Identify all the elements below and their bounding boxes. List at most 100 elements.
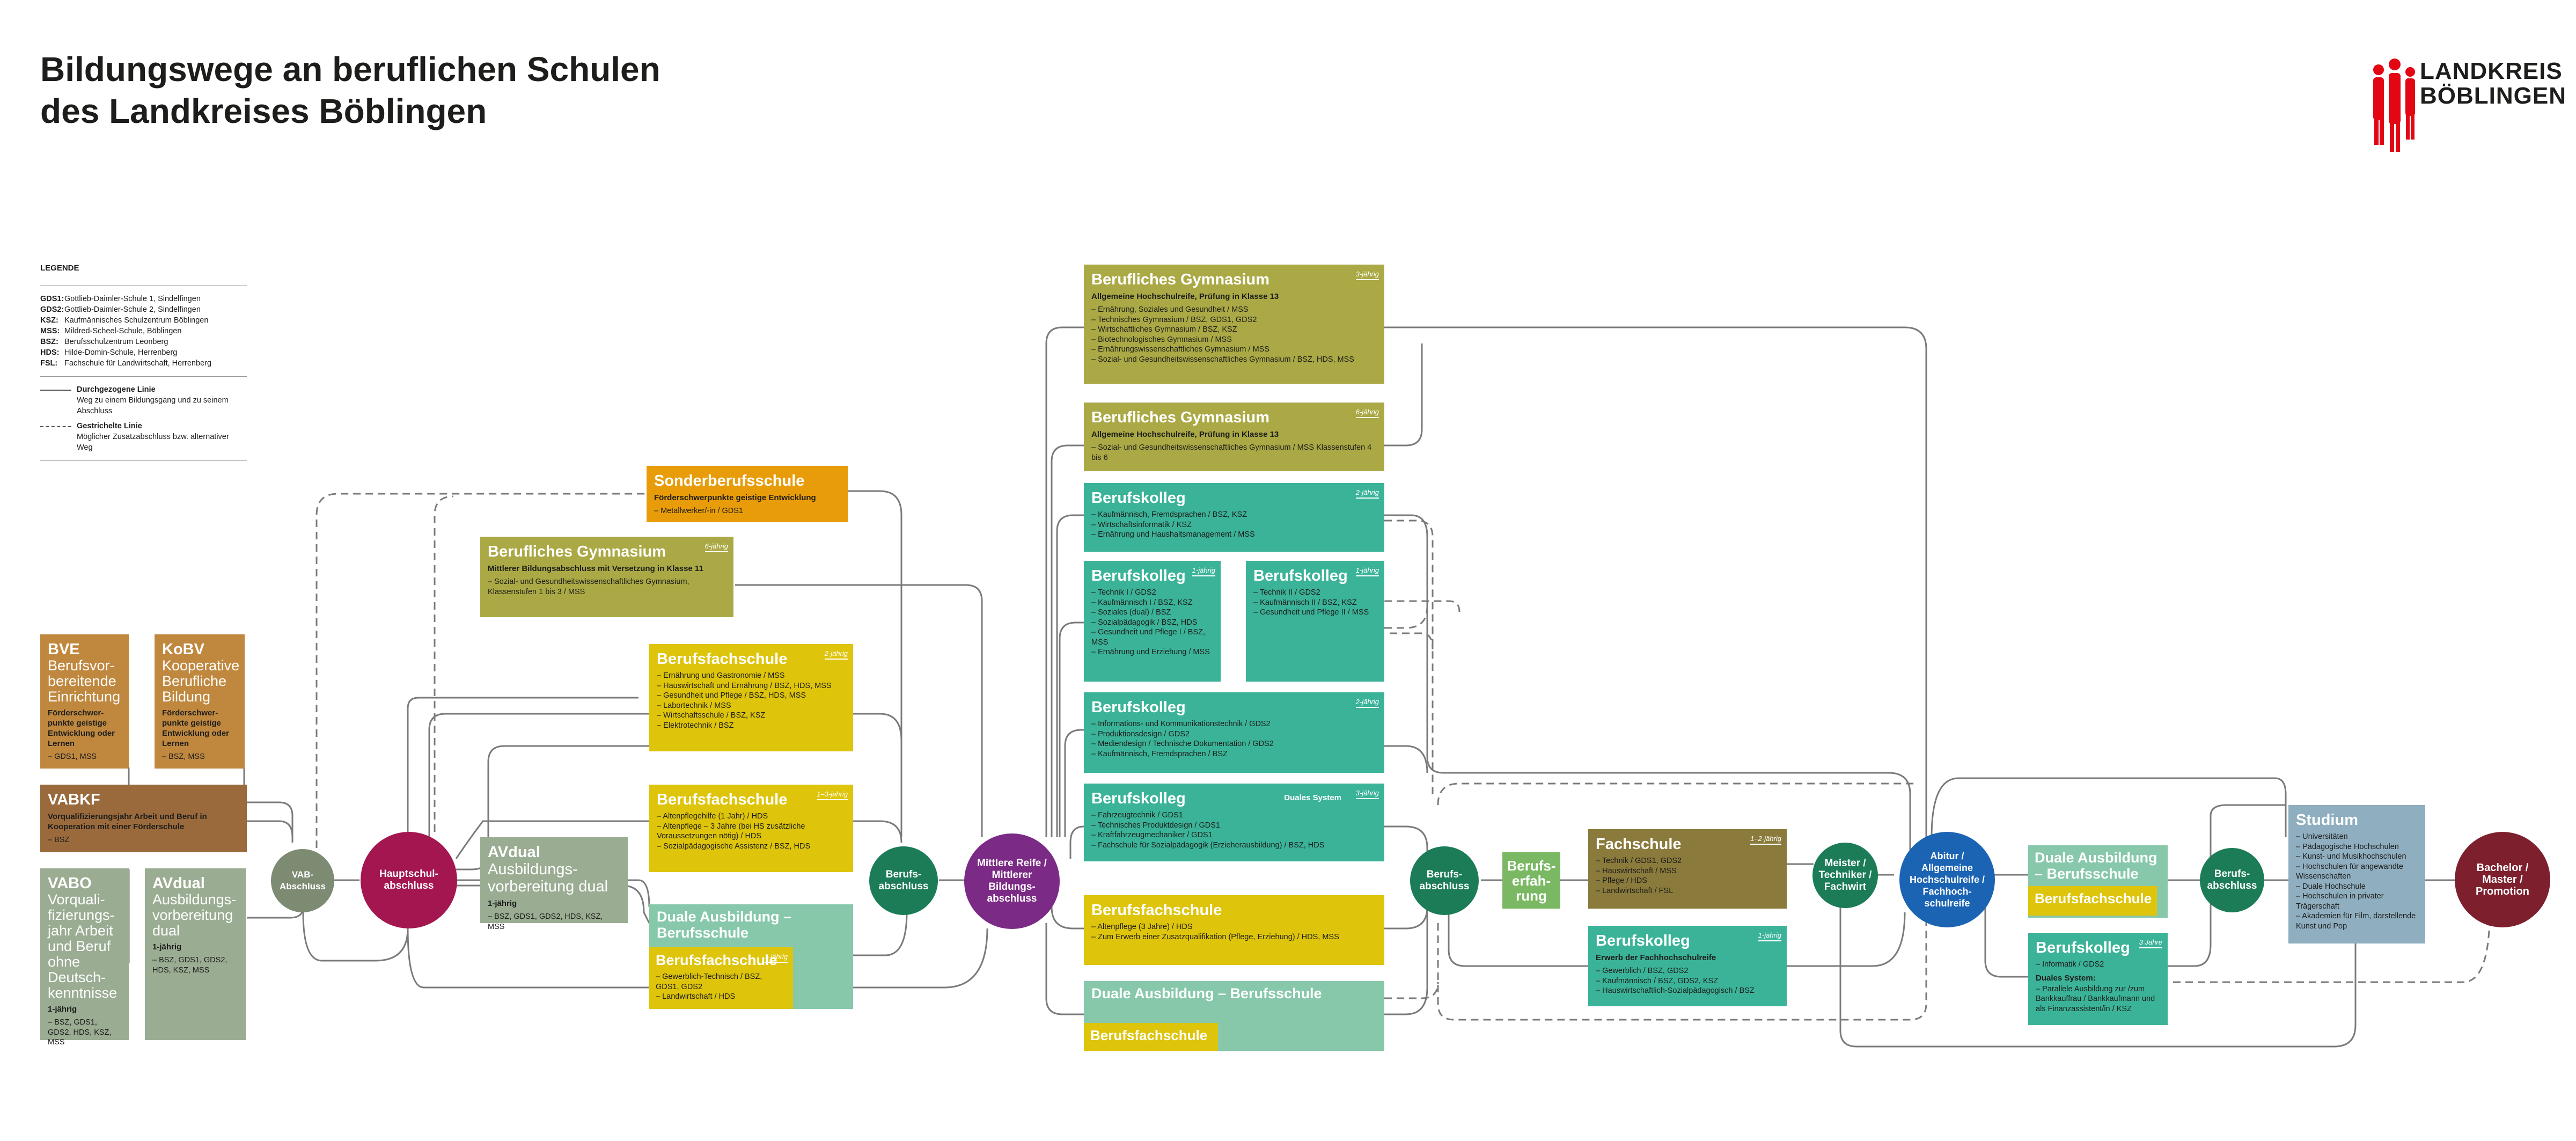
box-berufskolleg-1j[interactable]: Berufskolleg 1-jährig Technik I / GDS2Ka…	[1084, 561, 1221, 682]
list-item: Kaufmännisch I / BSZ, KSZ	[1091, 598, 1213, 608]
box-note: 1-jährig	[48, 1005, 77, 1014]
box-list: Technik I / GDS2Kaufmännisch I / BSZ, KS…	[1091, 588, 1213, 657]
box-subheading: Ausbildungs-vorbereitung dual	[152, 891, 237, 939]
box-note: Förderschwer-punkte geistige Entwicklung…	[48, 708, 115, 748]
list-item: Gesundheit und Pflege II / MSS	[1253, 608, 1377, 618]
box-duale-ausbildung-left[interactable]: Duale Ausbildung – Berufsschule Berufsfa…	[649, 904, 853, 1009]
list-item: Duale Hochschule	[2296, 882, 2418, 892]
dashed-line-swatch	[40, 426, 71, 427]
box-note: 1-jährig	[152, 942, 182, 952]
box-berufskolleg-informatik[interactable]: Berufskolleg 3 Jahre Informatik / GDS2 D…	[2028, 933, 2168, 1025]
box-list: Metallwerker/-in / GDS1	[654, 506, 840, 516]
box-list: Kaufmännisch, Fremdsprachen / BSZ, KSZWi…	[1091, 510, 1377, 540]
list-item: Fachschule für Sozialpädagogik (Erzieher…	[1091, 840, 1377, 851]
list-item: Labortechnik / MSS	[657, 701, 846, 711]
box-berufsfachschule-2j[interactable]: Berufsfachschule 2-jährig Ernährung und …	[649, 644, 853, 751]
list-item: Hauswirtschaft und Ernährung / BSZ, HDS,…	[657, 681, 846, 691]
box-list: BSZ, GDS1, GDS2, HDS, KSZ, MSS	[48, 1018, 121, 1048]
circle-abitur[interactable]: Abitur / Allgemeine Hochschulreife / Fac…	[1899, 832, 1995, 927]
box-avdual-middle[interactable]: AVdual Ausbildungs-vorbereitung dual 1-j…	[480, 837, 628, 931]
inner-heading: Berufsfachschule	[656, 952, 777, 968]
box-list: BSZ, GDS1, GDS2, HDS, KSZ, MSS	[488, 912, 620, 932]
box-berufserfahrung[interactable]: Berufs-erfah-rung	[1502, 852, 1560, 909]
legend-school-abbr: GDS1:	[40, 295, 64, 303]
list-item: Technisches Gymnasium / BSZ, GDS1, GDS2	[1091, 315, 1377, 325]
solid-line-swatch	[40, 390, 71, 391]
box-heading-extra: Ausbildungs-vorbereitung dual	[488, 861, 608, 895]
list-item: Technik I / GDS2	[1091, 588, 1213, 598]
box-vabo[interactable]: VABO Vorquali-fizierungs-jahr Arbeit und…	[40, 868, 129, 1047]
box-berufskolleg-2j-b[interactable]: Berufskolleg 2-jährig Informations- und …	[1084, 692, 1384, 773]
box-berufskolleg-fhr[interactable]: Berufskolleg 1-jährig Erwerb der Fachhoc…	[1588, 926, 1787, 1006]
box-sonderberufsschule[interactable]: Sonderberufsschule Förderschwerpunkte ge…	[647, 466, 848, 522]
legend-divider	[40, 460, 247, 461]
box-avdual-left[interactable]: AVdual Ausbildungs-vorbereitung dual 1-j…	[145, 868, 246, 1040]
line-bgk11-mittlere	[735, 584, 983, 837]
circle-berufsabschluss-1[interactable]: Berufs-abschluss	[869, 846, 938, 915]
line-mittlere-bfsmid	[1051, 906, 1084, 930]
circle-mittlere-reife[interactable]: Mittlere Reife / Mittlerer Bildungs-absc…	[964, 833, 1060, 929]
legend-school-row: GDS1:Gottlieb-Daimler-Schule 1, Sindelfi…	[40, 294, 247, 304]
box-heading: AVdual Ausbildungs-vorbereitung dual	[488, 844, 620, 895]
line-mittlere-bk1	[1059, 621, 1084, 837]
list-item: Sozial- und Gesundheitswissenschaftliche…	[1091, 443, 1377, 463]
box-berufskolleg-2j-a[interactable]: Berufskolleg 2-jährig Kaufmännisch, Frem…	[1084, 483, 1384, 552]
legend-school-abbr: MSS:	[40, 327, 60, 335]
legend-school-abbr: KSZ:	[40, 316, 58, 325]
box-list: Informations- und Kommunikationstechnik …	[1091, 719, 1377, 759]
box-vabkf[interactable]: VABKF Vorqualifizierungsjahr Arbeit und …	[40, 785, 247, 852]
box-heading: VABO	[48, 875, 92, 892]
circle-berufsabschluss-3[interactable]: Berufs-abschluss	[2200, 848, 2264, 912]
list-item: Zum Erwerb einer Zusatzqualifikation (Pf…	[1091, 932, 1377, 942]
box-berufliches-gymnasium-klasse11[interactable]: Berufliches Gymnasium 6-jährig Mittlerer…	[480, 537, 733, 617]
box-heading: Berufliches Gymnasium	[488, 543, 666, 560]
circle-berufsabschluss-2[interactable]: Berufs-abschluss	[1410, 846, 1479, 915]
dash-bk1-right	[1384, 606, 1428, 629]
box-berufsfachschule-mid[interactable]: Berufsfachschule Altenpflege (3 Jahre) /…	[1084, 895, 1384, 965]
box-berufskolleg-2[interactable]: Berufskolleg 1-jährig Technik II / GDS2K…	[1246, 561, 1384, 682]
list-item: Metallwerker/-in / GDS1	[654, 506, 840, 516]
box-list: Ernährung und Gastronomie / MSSHauswirts…	[657, 671, 846, 730]
line-bkfhr-abitur	[1787, 912, 1906, 967]
circle-hauptschulabschluss[interactable]: Hauptschul-abschluss	[361, 832, 457, 928]
line-bfs13-berufs1	[853, 820, 902, 843]
box-subheading: Kooperative Berufliche Bildung	[162, 657, 240, 705]
legend-school-row: KSZ:Kaufmännisches Schulzentrum Böblinge…	[40, 315, 247, 326]
box-berufskolleg-dual[interactable]: Berufskolleg Duales System 3-jährig Fahr…	[1084, 784, 1384, 861]
box-studium[interactable]: Studium UniversitätenPädagogische Hochsc…	[2288, 805, 2425, 943]
circle-bachelor-master[interactable]: Bachelor / Master / Promotion	[2455, 832, 2550, 927]
logo-text: LANDKREIS BÖBLINGEN	[2420, 59, 2566, 108]
box-list: Altenpflegehilfe (1 Jahr) / HDSAltenpfle…	[657, 811, 846, 851]
box-heading: Berufskolleg	[1091, 567, 1186, 584]
box-note: Erwerb der Fachhochschulreife	[1596, 953, 1716, 962]
box-berufliches-gymnasium-6j[interactable]: Berufliches Gymnasium 6-jährig Allgemein…	[1084, 403, 1384, 471]
box-extra-label: Duales System	[1284, 793, 1341, 802]
list-item: Kaufmännisch / BSZ, GDS2, KSZ	[1596, 976, 1779, 986]
box-heading: Studium	[2296, 811, 2358, 829]
logo-line-2: BÖBLINGEN	[2420, 83, 2566, 109]
circle-meister-techniker[interactable]: Meister / Techniker / Fachwirt	[1812, 843, 1878, 908]
list-item: BSZ	[48, 835, 239, 845]
box-heading: Berufliches Gymnasium	[1091, 271, 1269, 288]
box-berufliches-gymnasium-3j[interactable]: Berufliches Gymnasium 3-jährig Allgemein…	[1084, 265, 1384, 384]
list-item: Biotechnologisches Gymnasium / MSS	[1091, 335, 1377, 345]
box-duale-ausbildung-right[interactable]: Duale Ausbildung – Berufsschule Berufsfa…	[2028, 845, 2168, 918]
list-item: Hauswirtschaftlich-Sozialpädagogisch / B…	[1596, 986, 1779, 996]
title-line-2: des Landkreises Böblingen	[40, 92, 487, 130]
list-item: Wirtschaftliches Gymnasium / BSZ, KSZ	[1091, 325, 1377, 335]
box-fachschule[interactable]: Fachschule 1–2-jährig Technik / GDS1, GD…	[1588, 829, 1787, 909]
legend-school-row: FSL:Fachschule für Landwirtschaft, Herre…	[40, 358, 247, 369]
box-list: BSZ, MSS	[162, 752, 237, 762]
box-kobv[interactable]: KoBV Kooperative Berufliche Bildung Förd…	[155, 634, 245, 769]
box-heading: AVdual	[152, 875, 205, 892]
logo-figures-icon	[2373, 58, 2415, 152]
circle-vab-abschluss[interactable]: VAB-Abschluss	[271, 849, 334, 912]
dash-bk2a-berufs2	[1384, 520, 1434, 794]
legend-school-abbr: GDS2:	[40, 305, 64, 314]
box-duale-ausbildung-mid[interactable]: Duale Ausbildung – Berufsschule Berufsfa…	[1084, 981, 1384, 1051]
list-item: Sozialpädagogik / BSZ, HDS	[1091, 618, 1213, 628]
line-bg6-abitur	[1384, 343, 1423, 447]
box-bve[interactable]: BVE Berufsvor-bereitende Einrichtung För…	[40, 634, 129, 769]
box-berufsfachschule-1-3j[interactable]: Berufsfachschule 1–3-jährig Altenpflegeh…	[649, 785, 853, 872]
list-item: Sozial- und Gesundheitswissenschaftliche…	[488, 577, 726, 597]
